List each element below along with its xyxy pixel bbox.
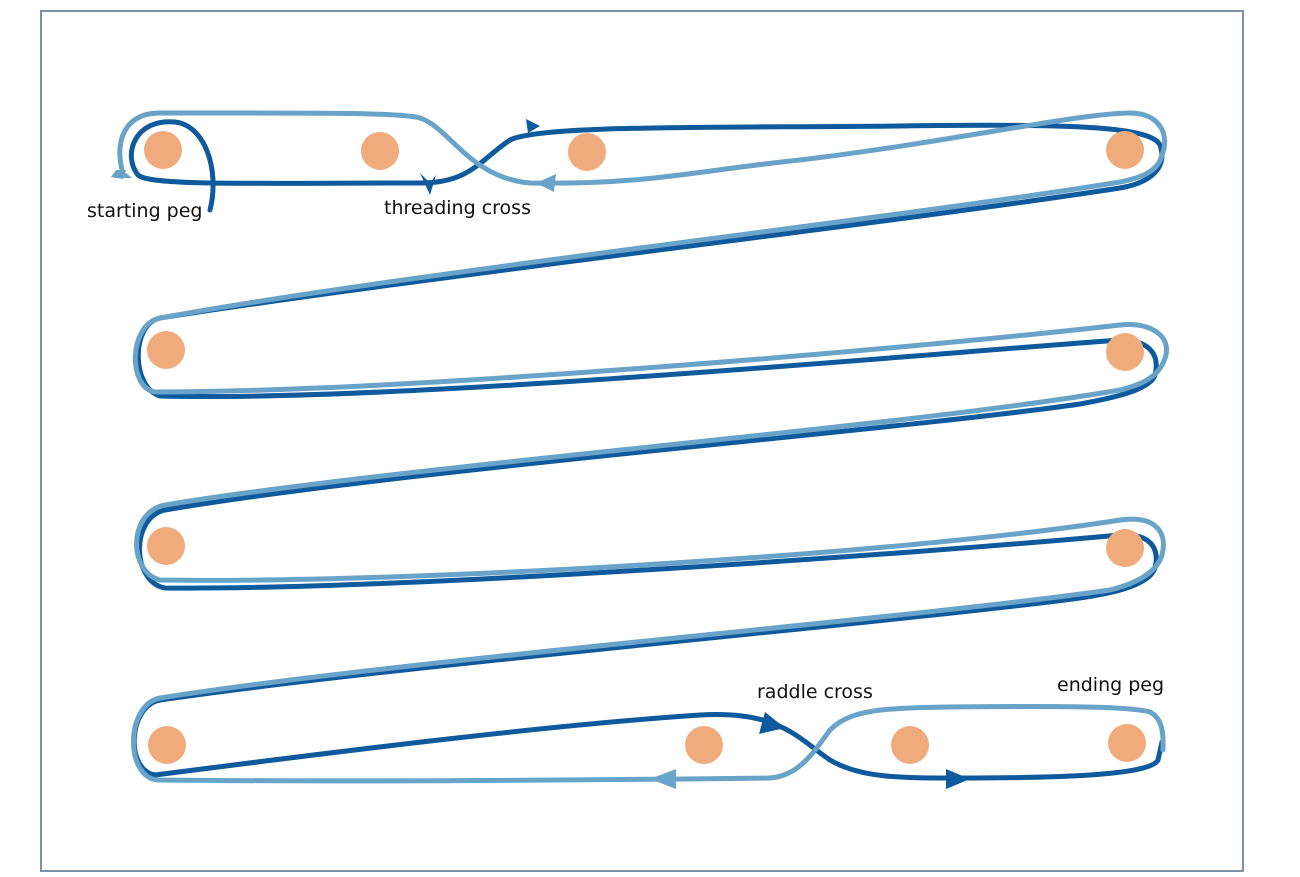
ending-peg-label: ending peg (1057, 674, 1164, 696)
dark-thread-start-loop (128, 119, 1165, 781)
light-warp-thread (111, 110, 1169, 789)
arrow-mark (114, 170, 132, 178)
arrow-mark (759, 712, 785, 734)
arrow-mark (536, 174, 556, 192)
peg (568, 133, 606, 171)
peg (685, 726, 723, 764)
peg (1106, 131, 1144, 169)
threading-cross-label: threading cross (384, 197, 531, 219)
peg (891, 726, 929, 764)
peg (1106, 529, 1144, 567)
starting-peg-label: starting peg (87, 200, 202, 222)
dark-warp-thread (128, 119, 1165, 789)
arrow-mark (526, 119, 540, 133)
peg (147, 331, 185, 369)
arrow-mark (420, 173, 436, 195)
arrow-mark (650, 769, 676, 789)
arrow-mark (946, 769, 970, 789)
pegs (144, 131, 1146, 764)
diagram-frame (40, 10, 1244, 872)
peg (1108, 724, 1146, 762)
peg (147, 527, 185, 565)
light-thread-path (117, 110, 1169, 784)
raddle-cross-label: raddle cross (757, 681, 873, 703)
peg (361, 132, 399, 170)
peg (148, 726, 186, 764)
peg (1106, 333, 1144, 371)
peg (144, 131, 182, 169)
